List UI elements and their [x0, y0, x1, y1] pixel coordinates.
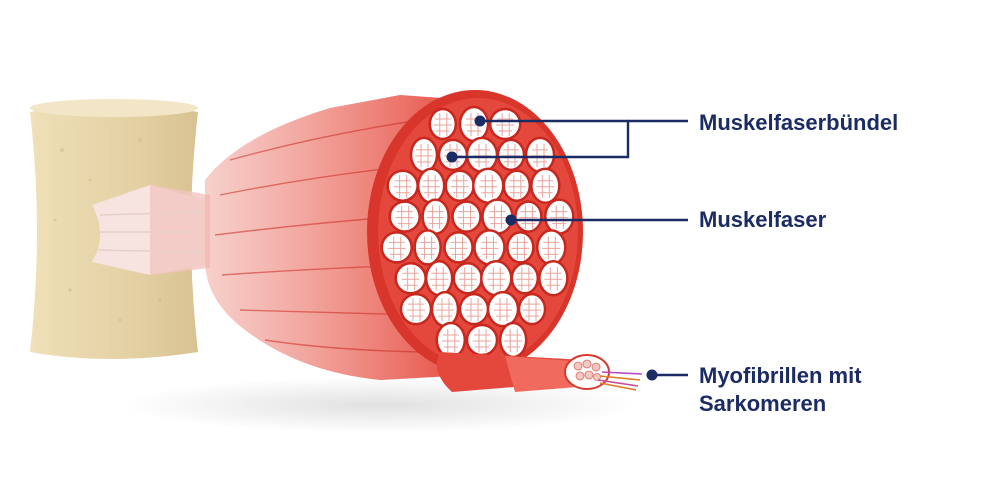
- fiber-pattern: [488, 205, 507, 229]
- fascicle: [451, 200, 482, 233]
- fiber-pattern: [435, 298, 454, 322]
- fiber-pattern: [496, 113, 515, 136]
- label-muscle-fiber: Muskelfaser: [699, 207, 827, 232]
- fascicle: [386, 169, 419, 202]
- fascicle: [536, 229, 567, 266]
- fiber-pattern: [458, 267, 477, 291]
- fiber-pattern: [395, 205, 414, 229]
- fascicle: [394, 262, 427, 295]
- myofibril-strand: [436, 352, 643, 392]
- bundle-leader-line: [452, 119, 630, 159]
- fascicle: [435, 321, 467, 359]
- fiber-pattern: [487, 267, 506, 291]
- fiber-pattern: [433, 113, 452, 136]
- fiber-pattern: [465, 113, 483, 136]
- fascicle: [486, 290, 520, 328]
- fiber-pattern: [393, 174, 412, 198]
- fiber-pattern: [511, 236, 530, 260]
- label-myofibrils: Myofibrillen mit Sarkomeren: [699, 362, 862, 418]
- fiber-pattern: [418, 236, 437, 260]
- fiber-pattern: [401, 267, 420, 291]
- bundle-pointer-dot-1: [474, 115, 486, 127]
- label-muscle-fiber-bundle: Muskelfaserbündel: [699, 110, 899, 135]
- fascicle: [413, 229, 442, 266]
- fiber-pattern: [457, 205, 476, 229]
- fascicle: [399, 292, 433, 326]
- fiber-pattern: [519, 205, 538, 229]
- fascicle: [473, 229, 506, 266]
- tendon: [92, 185, 210, 275]
- fiber-pattern: [504, 329, 523, 352]
- fascicle: [502, 169, 532, 202]
- fascicle: [472, 167, 505, 204]
- fascicle: [524, 136, 556, 174]
- fiber-pattern: [449, 236, 468, 260]
- fiber-pattern: [450, 174, 469, 198]
- fascicle: [443, 231, 474, 264]
- fiber-pattern: [479, 174, 498, 198]
- fascicle: [444, 169, 475, 202]
- fiber-pattern: [441, 329, 460, 352]
- fiber-pattern: [465, 298, 483, 322]
- fiber-pattern: [550, 205, 569, 229]
- bundle-pointer-dot-2: [446, 151, 458, 163]
- fascicle: [458, 292, 490, 326]
- fascicle: [421, 198, 450, 235]
- fiber-pattern: [507, 174, 526, 198]
- fascicle: [424, 260, 454, 297]
- fascicle: [480, 260, 513, 297]
- fascicle: [428, 107, 458, 141]
- fiber-pattern: [480, 236, 499, 260]
- fascicle: [488, 107, 522, 141]
- label-myofibrils-line2: Sarkomeren: [699, 391, 827, 416]
- fascicle: [430, 290, 460, 328]
- fiber-pattern: [542, 236, 561, 260]
- fiber-pattern: [387, 236, 406, 260]
- fiber-pointer-dot: [505, 214, 517, 226]
- fascicle: [544, 198, 575, 235]
- fascicle: [530, 167, 561, 204]
- fascicle: [452, 262, 483, 295]
- fiber-pattern: [536, 174, 555, 198]
- fascicle: [538, 260, 569, 297]
- label-myofibrils-line1: Myofibrillen mit: [699, 363, 862, 388]
- fiber-pattern: [422, 174, 441, 198]
- fascicle: [380, 231, 413, 264]
- fascicle: [498, 321, 528, 359]
- fiber-pattern: [523, 298, 542, 322]
- fiber-pattern: [515, 267, 534, 291]
- fiber-pattern: [406, 298, 425, 322]
- ground-shadow: [120, 377, 640, 433]
- fascicle: [514, 200, 543, 233]
- myofibril-pointer-dot: [646, 369, 658, 381]
- leader-lines: [452, 119, 688, 377]
- fascicle: [510, 262, 540, 295]
- fiber-pattern: [414, 143, 433, 167]
- fiber-pattern: [494, 298, 513, 322]
- fascicle: [465, 136, 499, 174]
- fiber-pattern: [426, 205, 445, 229]
- fascicle: [465, 323, 499, 357]
- fascicle: [409, 136, 439, 174]
- fascicle: [506, 231, 535, 264]
- fiber-pattern: [544, 267, 563, 291]
- fascicle: [388, 200, 421, 233]
- fascicles: [380, 105, 575, 359]
- fascicle: [517, 292, 547, 326]
- fiber-pattern: [430, 267, 449, 291]
- leader-dots: [446, 115, 658, 381]
- fascicle: [496, 138, 526, 172]
- fascicle: [416, 167, 446, 204]
- fiber-pattern: [473, 329, 491, 352]
